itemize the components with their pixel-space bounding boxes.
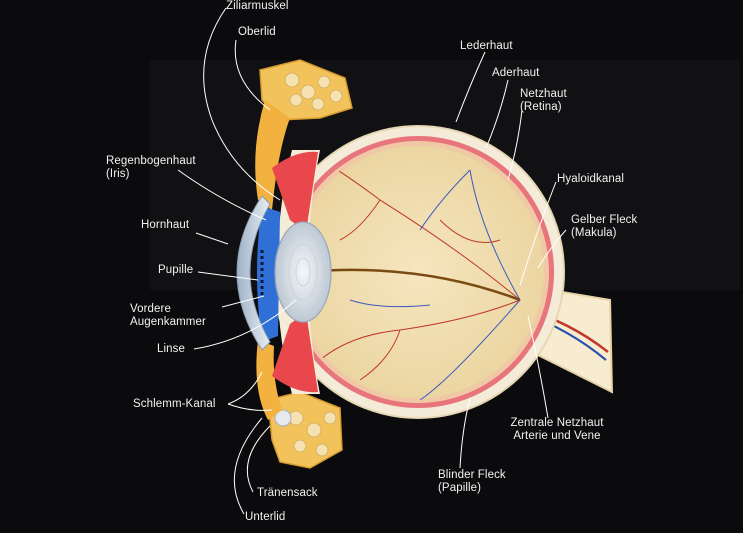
label-zentrale-netzhaut: Zentrale Netzhaut Arterie und Vene <box>510 417 604 442</box>
label-linse: Linse <box>157 343 185 355</box>
label-vordere-augenkammer: Vordere Augenkammer <box>130 303 206 328</box>
label-regenbogenhaut: Regenbogenhaut (Iris) <box>106 155 196 180</box>
leader-lines <box>177 7 567 515</box>
vitreous-body <box>292 146 544 398</box>
label-netzhaut: Netzhaut (Retina) <box>520 88 567 113</box>
tear-sac <box>274 409 292 427</box>
label-traenensack: Tränensack <box>257 487 318 499</box>
label-hornhaut: Hornhaut <box>141 219 190 231</box>
label-blinder-fleck: Blinder Fleck (Papille) <box>438 469 506 494</box>
lens <box>274 221 332 323</box>
ciliary-body-upper <box>272 151 318 232</box>
ciliary-body-lower <box>272 312 318 393</box>
label-oberlid: Oberlid <box>238 26 276 38</box>
label-gelber-fleck: Gelber Fleck (Makula) <box>571 214 638 239</box>
label-hyaloidkanal: Hyaloidkanal <box>557 173 625 185</box>
label-pupille: Pupille <box>158 264 194 276</box>
label-schlemm-kanal: Schlemm-Kanal <box>133 398 216 410</box>
label-lederhaut: Lederhaut <box>460 40 513 52</box>
upper-lid <box>255 100 290 210</box>
upper-fat-cells <box>284 72 343 111</box>
cornea <box>236 195 271 351</box>
lens-rings <box>281 231 325 313</box>
lower-fat-cells <box>288 410 337 457</box>
label-aderhaut: Aderhaut <box>492 67 540 79</box>
lower-lid <box>256 340 282 420</box>
label-ziliarmuskel: Ziliarmuskel <box>226 0 289 12</box>
hyaloid-canal <box>304 268 521 302</box>
label-unterlid: Unterlid <box>245 511 286 523</box>
iris <box>257 206 280 342</box>
